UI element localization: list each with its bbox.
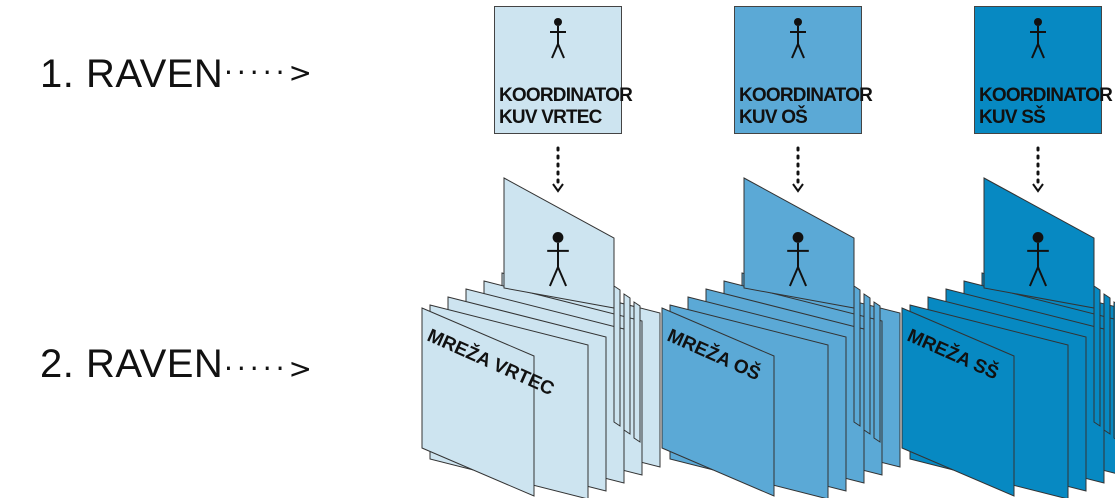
side-sheet-ss-0 <box>1093 285 1101 427</box>
side-sheet-os-0 <box>853 285 861 427</box>
network-person-icon-ss <box>1027 232 1049 287</box>
side-sheet-vrtec-0 <box>613 285 621 427</box>
level-1-label: 1. RAVEN <box>40 52 224 96</box>
coordinator-person-icon-vrtec <box>550 18 566 59</box>
level-1-arrow: ·····> <box>224 56 316 89</box>
coordinator-box-os: KOORDINATOR KUV OŠ <box>734 6 873 134</box>
side-sheet-os-1 <box>863 293 871 435</box>
coordinator-person-icon-ss <box>1030 18 1046 59</box>
side-sheet-vrtec-2 <box>633 301 641 443</box>
network-front-sheet-vrtec <box>421 307 535 497</box>
coordinator-label-os: KOORDINATOR KUV OŠ <box>739 85 873 128</box>
arrow-head-os <box>792 183 804 193</box>
side-sheet-ss-1 <box>1103 293 1111 435</box>
level-2-arrow: ·····> <box>224 352 316 385</box>
network-person-icon-os <box>787 232 809 287</box>
coordinator-label-vrtec: KOORDINATOR KUV VRTEC <box>499 85 633 128</box>
arrow-head-ss <box>1032 183 1044 193</box>
arrow-head-vrtec <box>552 183 564 193</box>
network-front-sheet-os <box>661 307 775 497</box>
network-person-icon-vrtec <box>547 232 569 287</box>
coordinator-person-icon-os <box>790 18 806 59</box>
coordinator-box-ss: KOORDINATOR KUV SŠ <box>974 6 1113 134</box>
network-front-sheet-ss <box>901 307 1015 497</box>
level-2-label: 2. RAVEN <box>40 342 224 386</box>
coordinator-label-ss: KOORDINATOR KUV SŠ <box>979 85 1113 128</box>
side-sheet-os-2 <box>873 301 881 443</box>
side-sheet-vrtec-1 <box>623 293 631 435</box>
